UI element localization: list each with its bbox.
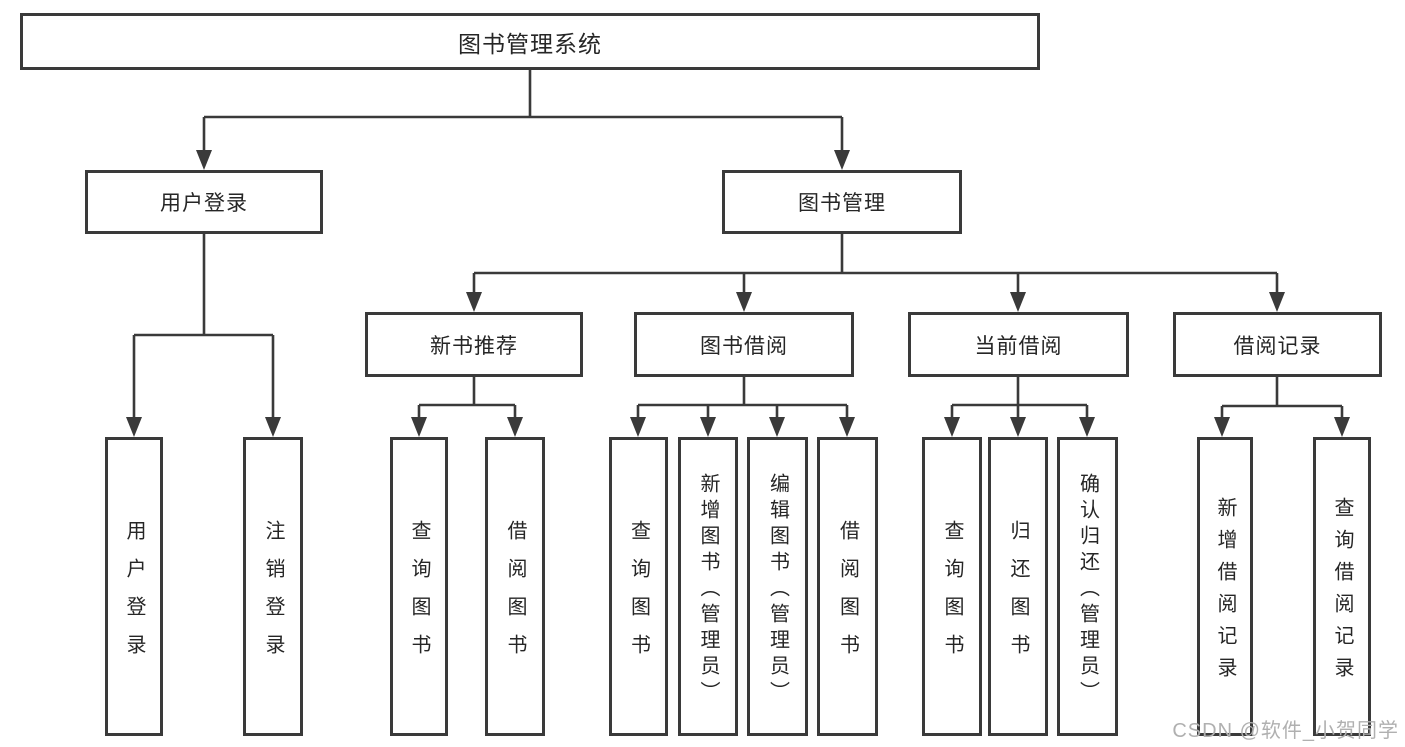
node-label: 用户登录 (160, 192, 248, 215)
leaf-logout: 注销登录 (243, 437, 303, 736)
node-book-management: 图书管理 (722, 170, 962, 234)
node-label: 图书借阅 (700, 334, 788, 358)
leaf-query-books-recommend: 查询图书 (390, 437, 448, 736)
leaf-label: 编辑图书（管理员） (766, 472, 789, 707)
leaf-add-borrow-record: 新增借阅记录 (1197, 437, 1253, 736)
node-user-login-group: 用户登录 (85, 170, 323, 234)
leaf-label: 查询图书 (941, 519, 963, 672)
node-borrowing-records: 借阅记录 (1173, 312, 1382, 377)
node-library-management-system: 图书管理系统 (20, 13, 1040, 70)
leaf-user-login: 用户登录 (105, 437, 163, 736)
leaf-label: 注销登录 (262, 519, 284, 672)
leaf-label: 归还图书 (1007, 519, 1029, 672)
csdn-watermark: CSDN @软件_小贺同学 (1172, 720, 1399, 742)
leaf-label: 用户登录 (123, 519, 145, 672)
leaf-label: 新增图书（管理员） (697, 472, 719, 707)
leaf-label: 新增借阅记录 (1214, 496, 1236, 689)
leaf-query-borrow-record: 查询借阅记录 (1313, 437, 1371, 736)
node-new-book-recommendation: 新书推荐 (365, 312, 583, 377)
leaf-label: 查询借阅记录 (1331, 496, 1353, 689)
node-current-borrowing: 当前借阅 (908, 312, 1129, 377)
leaf-query-books-borrowing: 查询图书 (609, 437, 668, 736)
leaf-add-books-admin: 新增图书（管理员） (678, 437, 738, 736)
leaf-label: 借阅图书 (504, 519, 526, 672)
node-label: 图书管理 (798, 192, 886, 215)
leaf-borrow-books: 借阅图书 (817, 437, 878, 736)
node-label: 当前借阅 (974, 334, 1063, 358)
leaf-label: 查询图书 (627, 519, 650, 672)
node-label: 新书推荐 (430, 334, 518, 358)
node-book-borrowing: 图书借阅 (634, 312, 854, 377)
node-label: 图书管理系统 (458, 30, 602, 57)
leaf-confirm-return-admin: 确认归还（管理员） (1057, 437, 1118, 736)
leaf-return-books: 归还图书 (988, 437, 1048, 736)
node-label: 借阅记录 (1233, 334, 1322, 358)
leaf-label: 确认归还（管理员） (1076, 472, 1099, 707)
leaf-edit-books-admin: 编辑图书（管理员） (747, 437, 808, 736)
leaf-label: 查询图书 (408, 519, 430, 672)
leaf-label: 借阅图书 (836, 519, 859, 672)
leaf-query-books-current: 查询图书 (922, 437, 982, 736)
leaf-borrow-books-recommend: 借阅图书 (485, 437, 545, 736)
